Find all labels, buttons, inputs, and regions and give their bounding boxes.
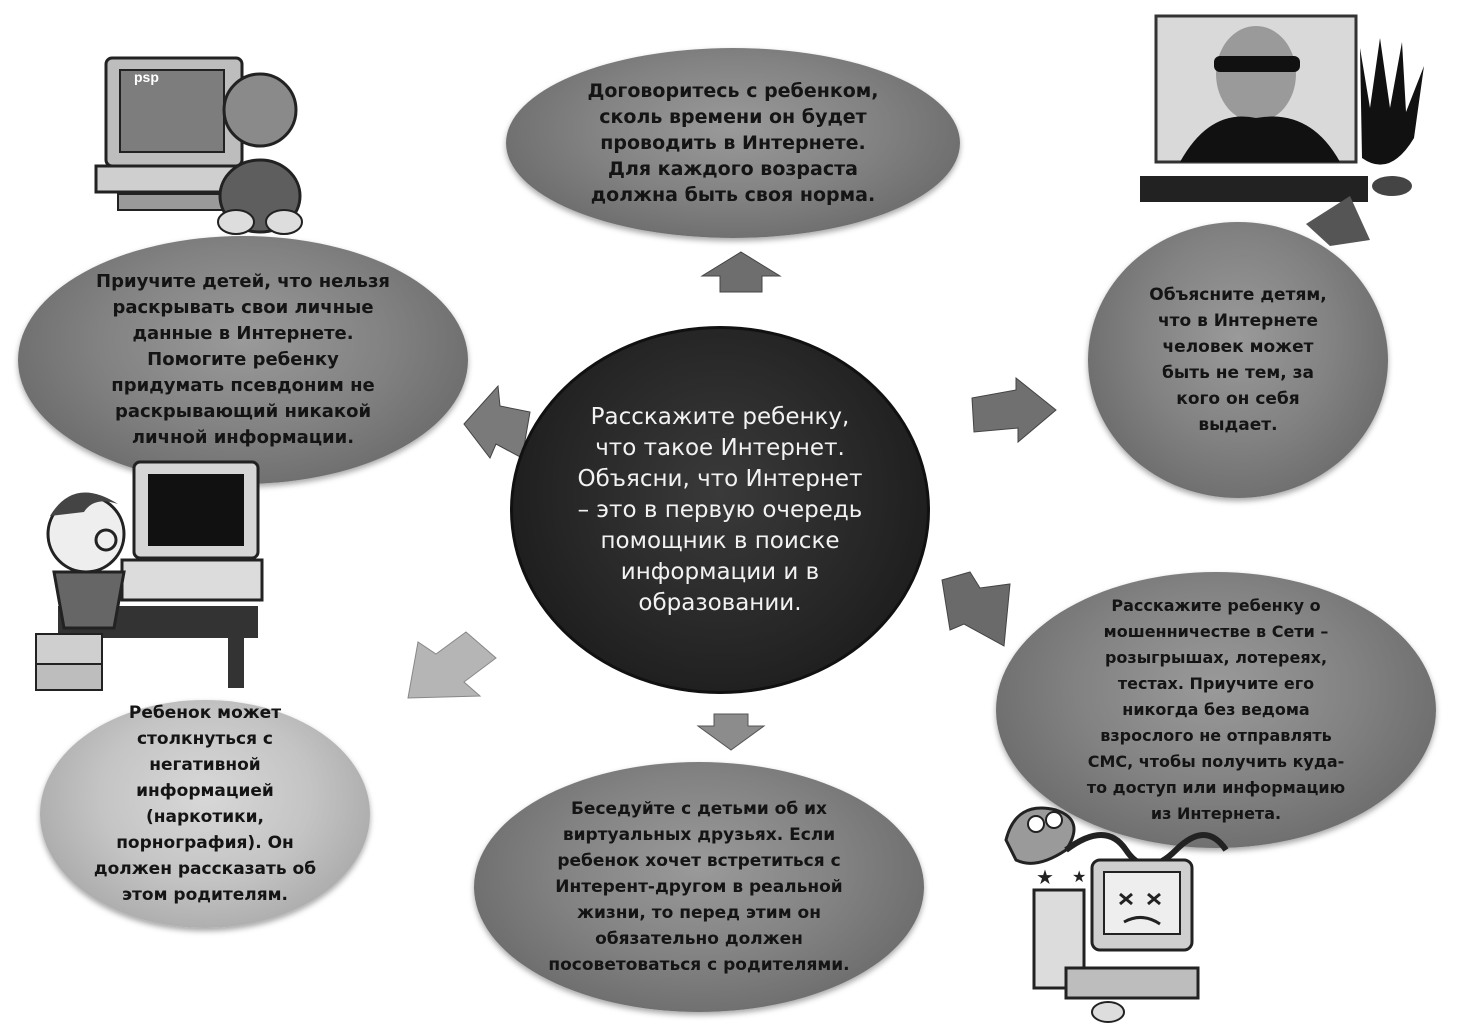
center-main-circle: Расскажите ребенку, что такое Интернет. … bbox=[510, 326, 930, 694]
tip-negative-info-text: Ребенок может столкнуться с негативной и… bbox=[93, 703, 317, 905]
tip-virtual-friends-bubble: Беседуйте с детьми об их виртуальных дру… bbox=[474, 762, 924, 1012]
tip-fraud-text: Расскажите ребенку о мошенничестве в Сет… bbox=[1086, 596, 1346, 823]
boy-with-glasses-icon bbox=[35, 460, 264, 691]
tip-fraud-bubble: Расскажите ребенку о мошенничестве в Сет… bbox=[996, 572, 1436, 848]
arrow-left-up bbox=[463, 384, 531, 459]
svg-text:★: ★ bbox=[1072, 867, 1086, 886]
tip-personal-data-bubble: Приучите детей, что нельзя раскрывать св… bbox=[18, 236, 468, 484]
arrow-right bbox=[971, 376, 1057, 444]
tip-stranger-bubble: Объясните детям, что в Интернете человек… bbox=[1088, 222, 1388, 498]
center-main-text: Расскажите ребенку, что такое Интернет. … bbox=[577, 403, 863, 616]
tip-stranger-text: Объясните детям, что в Интернете человек… bbox=[1149, 285, 1327, 435]
hacker-icon bbox=[1140, 14, 1424, 246]
child-at-computer-icon: psp bbox=[94, 56, 303, 235]
psp-label: psp bbox=[134, 69, 159, 85]
tip-time-limit-bubble: Договоритесь с ребенком, сколь времени о… bbox=[506, 48, 960, 238]
svg-text:★: ★ bbox=[1036, 865, 1054, 889]
arrow-up bbox=[700, 251, 782, 293]
tip-time-limit-text: Договоритесь с ребенком, сколь времени о… bbox=[587, 80, 879, 206]
tip-negative-info-bubble: Ребенок может столкнуться с негативной и… bbox=[40, 700, 370, 928]
arrow-right-down bbox=[941, 571, 1011, 647]
tip-personal-data-text: Приучите детей, что нельзя раскрывать св… bbox=[96, 271, 390, 448]
virus-computer-icon: ★ ★ bbox=[1004, 806, 1229, 1023]
arrow-down bbox=[696, 713, 766, 751]
tip-virtual-friends-text: Беседуйте с детьми об их виртуальных дру… bbox=[548, 799, 850, 975]
arrow-left-down bbox=[407, 631, 497, 699]
